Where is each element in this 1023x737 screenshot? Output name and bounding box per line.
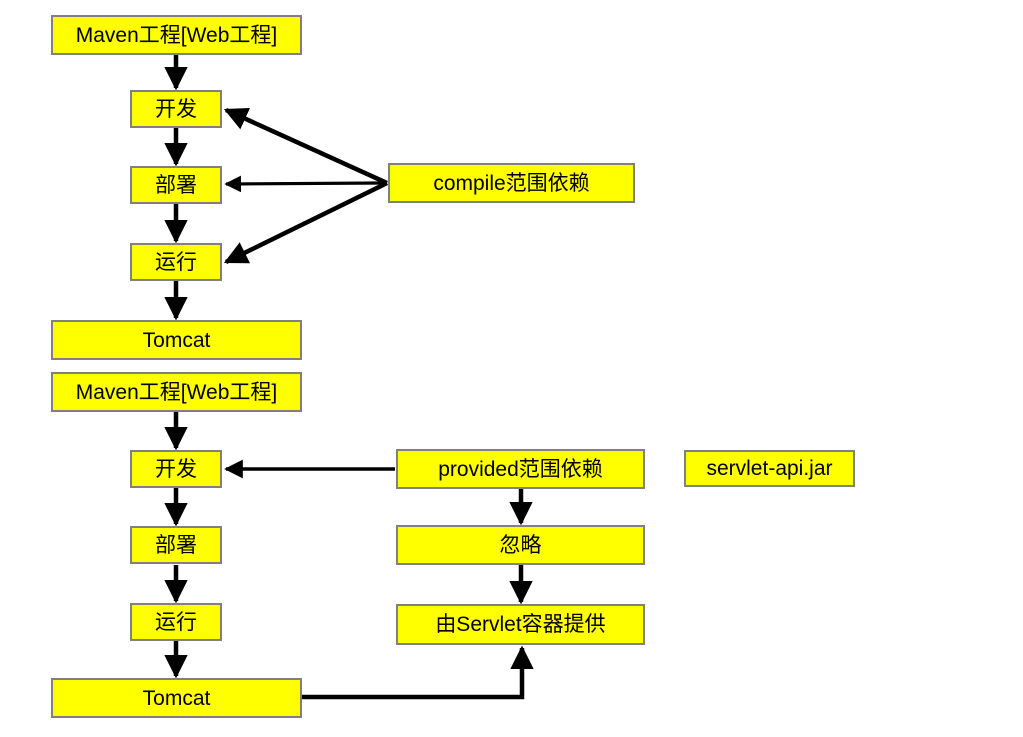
node-label: Tomcat: [142, 328, 211, 352]
node-deploy-1[interactable]: 部署: [130, 166, 222, 204]
node-label: 开发: [155, 457, 197, 481]
node-tomcat-2[interactable]: Tomcat: [51, 678, 302, 718]
node-dev-2[interactable]: 开发: [130, 450, 222, 488]
node-tomcat-1[interactable]: Tomcat: [51, 320, 302, 360]
edge-compile-dev1: [223, 107, 388, 186]
node-maven-web-2[interactable]: Maven工程[Web工程]: [51, 372, 302, 412]
node-servlet-container[interactable]: 由Servlet容器提供: [396, 604, 645, 645]
node-compile-scope[interactable]: compile范围依赖: [388, 163, 635, 203]
edge-compile-run1: [223, 180, 388, 265]
node-ignore[interactable]: 忽略: [396, 525, 645, 565]
edge-compile-deploy1: [224, 175, 388, 193]
node-label: 开发: [155, 97, 197, 121]
node-label: 运行: [155, 610, 197, 634]
node-run-2[interactable]: 运行: [130, 603, 222, 641]
node-deploy-2[interactable]: 部署: [130, 526, 222, 564]
edge-tomcat2-container: [302, 645, 534, 700]
node-label: Tomcat: [142, 686, 211, 710]
node-label: 部署: [155, 533, 197, 557]
node-label: Maven工程[Web工程]: [75, 380, 278, 404]
node-label: 部署: [155, 173, 197, 197]
node-servlet-api-jar[interactable]: servlet-api.jar: [684, 450, 855, 487]
node-label: 忽略: [499, 533, 542, 557]
node-maven-web-1[interactable]: Maven工程[Web工程]: [51, 15, 302, 55]
node-label: provided范围依赖: [438, 457, 603, 481]
node-label: 由Servlet容器提供: [435, 613, 606, 636]
node-dev-1[interactable]: 开发: [130, 90, 222, 128]
node-run-1[interactable]: 运行: [130, 243, 222, 281]
node-provided-scope[interactable]: provided范围依赖: [396, 449, 645, 489]
node-label: Maven工程[Web工程]: [75, 23, 278, 47]
node-label: servlet-api.jar: [706, 457, 833, 480]
node-label: compile范围依赖: [433, 171, 590, 195]
node-label: 运行: [155, 250, 197, 274]
